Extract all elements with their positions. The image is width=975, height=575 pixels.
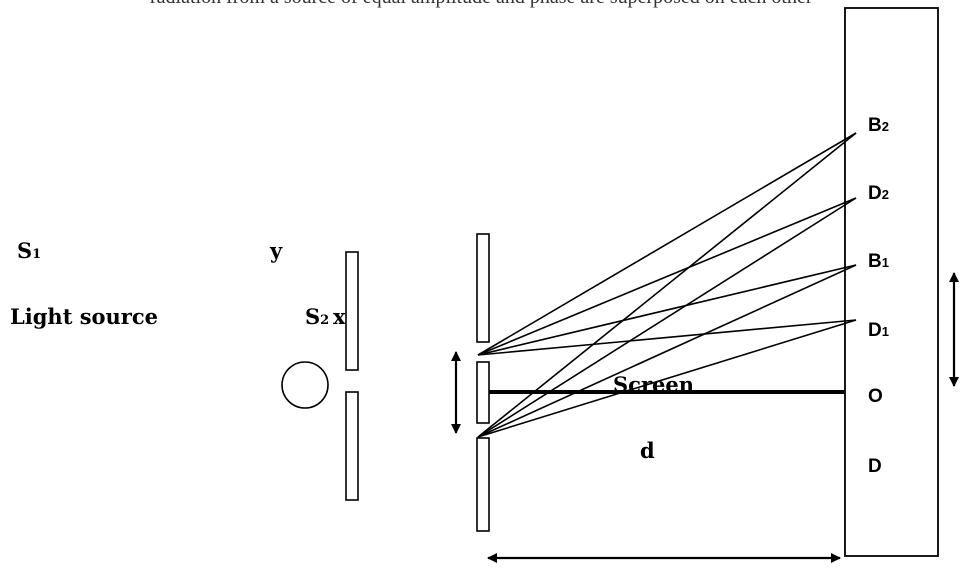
ray-upper-to-d1 bbox=[477, 319, 857, 356]
double-slit-bottom-plate bbox=[476, 437, 490, 532]
d-label: d bbox=[640, 438, 655, 463]
screen-label: Screen bbox=[613, 372, 694, 397]
rays-from-upper-slit bbox=[477, 132, 857, 356]
ray-lower-to-b2 bbox=[477, 132, 857, 438]
x-label: x bbox=[333, 304, 346, 329]
light-source-label: Light source bbox=[10, 304, 158, 329]
ray-upper-to-b2 bbox=[477, 132, 857, 356]
single-slit-lower-plate bbox=[345, 391, 359, 501]
bottom-d-label: D bbox=[868, 456, 882, 477]
b1-label: B1 bbox=[868, 251, 889, 272]
d1-label: D1 bbox=[868, 320, 889, 341]
s2-label: S2 bbox=[305, 304, 329, 329]
double-slit-middle-plate bbox=[476, 361, 490, 424]
y-label: y bbox=[269, 238, 283, 263]
o-label: O bbox=[868, 386, 883, 407]
ray-lower-to-b1 bbox=[477, 264, 857, 438]
single-slit-upper-plate bbox=[345, 251, 359, 371]
b2-label: B2 bbox=[868, 115, 889, 136]
double-slit-top-plate bbox=[476, 233, 490, 343]
s1-label: S1 bbox=[17, 238, 41, 263]
ray-lower-to-d2 bbox=[477, 197, 857, 438]
ray-upper-to-b1 bbox=[477, 264, 857, 356]
viewing-screen bbox=[844, 7, 939, 557]
cut-caption: radiation from a source of equal amplitu… bbox=[150, 0, 813, 8]
light-source-circle bbox=[281, 361, 329, 409]
ray-upper-to-d2 bbox=[477, 197, 857, 356]
rays-from-lower-slit bbox=[477, 132, 857, 438]
ray-lower-to-d1 bbox=[477, 319, 857, 438]
d2-label: D2 bbox=[868, 183, 889, 204]
